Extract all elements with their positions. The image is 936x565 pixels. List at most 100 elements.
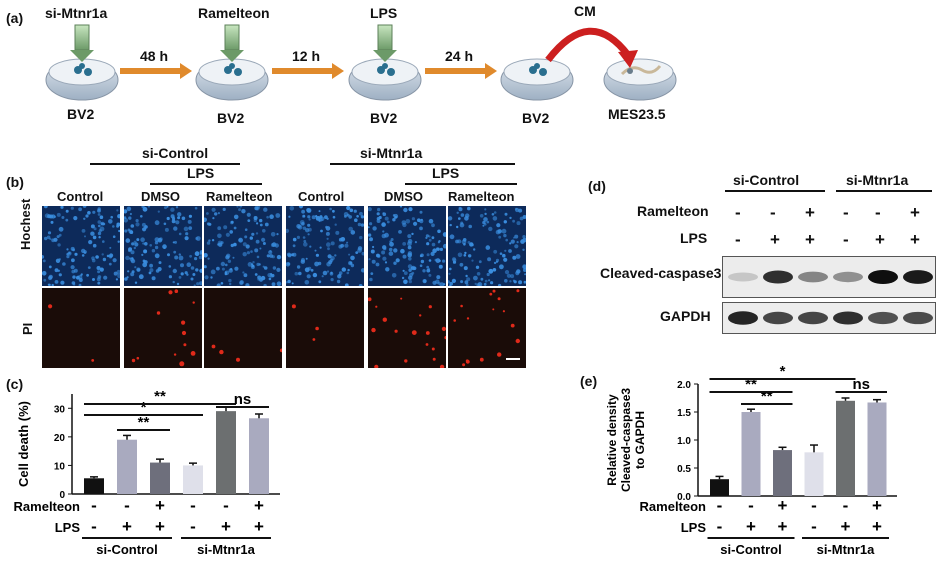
step-4-bottom: BV2: [522, 110, 550, 126]
lps-sign-1: -: [735, 230, 741, 249]
bar-4: [804, 452, 824, 496]
arrow-lps: [373, 24, 397, 62]
step-3-top: LPS: [370, 5, 398, 21]
blot-caspase: [722, 256, 936, 298]
sig-label-1: **: [761, 388, 773, 405]
lps-sign-2: +: [122, 517, 132, 536]
panel-a-schematic: [45, 24, 677, 101]
sig-label-1: **: [138, 414, 150, 431]
b-col-5: DMSO: [384, 189, 423, 204]
step-1-bottom: BV2: [67, 106, 95, 122]
hoechst-image-4: [284, 204, 366, 288]
ramelteon-sign-6: +: [872, 496, 882, 515]
row-label-ramelteon: Ramelteon: [640, 499, 707, 514]
ramelteon-sign-5: -: [875, 203, 881, 222]
lps-sign-5: +: [875, 230, 885, 249]
bar-2: [741, 412, 761, 496]
group-label-2: si-Mtnr1a: [817, 542, 876, 557]
b-row-hoechst: Hochest: [18, 198, 33, 250]
d-group1: si-Control: [733, 172, 800, 188]
orange-arrow-2: [272, 63, 344, 79]
bar-1: [84, 478, 104, 494]
hoechst-image-6: [446, 206, 527, 288]
dish-1: [45, 58, 119, 101]
b-col-4: Control: [298, 189, 345, 204]
ramelteon-sign-1: -: [735, 203, 741, 222]
b-lps-line-2: [405, 183, 517, 185]
hoechst-image-2: [123, 205, 204, 287]
ramelteon-sign-3: +: [155, 496, 165, 515]
ramelteon-sign-2: -: [748, 496, 754, 515]
group-label-2: si-Mtnr1a: [197, 542, 256, 557]
step-3-bottom: BV2: [370, 110, 398, 126]
ramelteon-sign-4: -: [843, 203, 849, 222]
b-lps-line-1: [150, 183, 262, 185]
pi-image-3: [204, 288, 284, 368]
lps-sign-4: -: [190, 517, 196, 536]
b-lps-1: LPS: [187, 165, 215, 181]
cm-arrow: [545, 27, 638, 68]
panel-d-letter: (d): [588, 178, 606, 194]
lps-sign-3: +: [778, 517, 788, 536]
y-tick-label-3: 1.5: [677, 408, 691, 419]
b-col-3: Ramelteon: [206, 189, 273, 204]
cm-label: CM: [574, 3, 596, 19]
panel-a-letter: (a): [6, 10, 24, 26]
sig-label-2: **: [745, 376, 757, 393]
sig-label-2: *: [141, 399, 147, 416]
lps-sign-3: +: [805, 230, 815, 249]
d-row-ramelteon: Ramelteon: [637, 203, 709, 219]
row-label-lps: LPS: [681, 520, 707, 535]
lps-sign-6: +: [910, 230, 920, 249]
ramelteon-sign-3: +: [805, 203, 815, 222]
ramelteon-sign-1: -: [91, 496, 97, 515]
pi-image-6: [448, 288, 526, 368]
hoechst-image-5: [367, 205, 448, 287]
ramelteon-sign-4: -: [190, 496, 196, 515]
bar-3: [150, 462, 170, 494]
panel-c-letter: (c): [6, 376, 24, 392]
sig-label-3: **: [154, 388, 166, 405]
bar-5: [216, 411, 236, 494]
lps-sign-6: +: [254, 517, 264, 536]
b-group2: si-Mtnr1a: [360, 145, 423, 161]
pi-image-5: [367, 288, 448, 370]
d-group2: si-Mtnr1a: [846, 172, 909, 188]
y-axis-label: Cell death (%): [16, 401, 31, 487]
y-tick-label-1: 0.5: [677, 464, 691, 475]
panel-b-letter: (b): [6, 174, 24, 190]
d-group1-line: [725, 190, 825, 192]
lps-sign-5: +: [221, 517, 231, 536]
arrow-sirna: [70, 24, 94, 62]
ramelteon-sign-6: +: [910, 203, 920, 222]
group-label-1: si-Control: [720, 542, 781, 557]
ramelteon-sign-4: -: [811, 496, 817, 515]
d-group2-line: [836, 190, 932, 192]
bar-2: [117, 439, 137, 494]
lps-sign-2: +: [770, 230, 780, 249]
bar-5: [836, 400, 855, 496]
blot-caspase-label: Cleaved-caspase3: [600, 265, 722, 281]
sig-label-3: *: [780, 365, 786, 380]
group-label-1: si-Control: [96, 542, 157, 557]
dish-2: [195, 58, 269, 101]
b-row-pi: PI: [20, 322, 35, 335]
b-group2-line: [330, 163, 515, 165]
interval-2: 12 h: [292, 48, 321, 64]
blot-gapdh-label: GAPDH: [660, 308, 711, 324]
lps-sign-4: -: [843, 230, 849, 249]
hoechst-image-1: [40, 204, 122, 287]
b-group1: si-Control: [142, 145, 209, 161]
lps-sign-4: -: [811, 517, 817, 536]
lps-sign-2: +: [746, 517, 756, 536]
arrow-ramelteon: [220, 24, 244, 62]
y-tick-label-2: 20: [54, 433, 66, 444]
lps-sign-1: -: [91, 517, 97, 536]
step-2-bottom: BV2: [217, 110, 245, 126]
bar-3: [773, 450, 792, 496]
b-group1-line: [90, 163, 240, 165]
pi-image-2: [124, 288, 202, 368]
b-col-1: Control: [57, 189, 104, 204]
